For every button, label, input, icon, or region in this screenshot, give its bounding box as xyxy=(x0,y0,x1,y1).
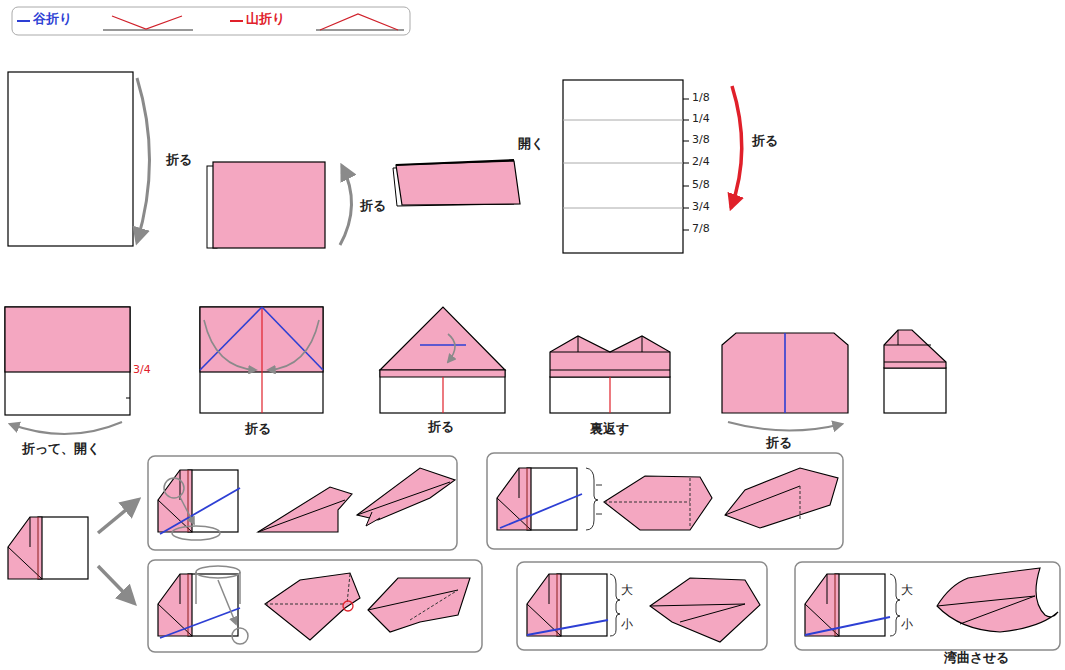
step-label: 折る xyxy=(360,199,386,214)
fraction-mark: 5/8 xyxy=(692,179,710,192)
fraction-mark: 2/4 xyxy=(692,156,710,169)
step-label: 折って、開く xyxy=(22,442,100,457)
step-label: 小 xyxy=(621,618,633,632)
fraction-mark: 3/8 xyxy=(692,134,710,147)
legend-text: 山折り xyxy=(246,12,285,27)
step-label: 大 xyxy=(901,584,913,598)
step-label: 折る xyxy=(166,153,192,168)
step-label: 小 xyxy=(901,618,913,632)
fraction-mark: 折る xyxy=(752,134,778,149)
step-label: 開く xyxy=(518,137,544,152)
fraction-mark: 7/8 xyxy=(692,223,710,236)
step-label: 裏返す xyxy=(590,422,629,437)
fraction-mark: 1/8 xyxy=(692,92,710,105)
step-label: 折る xyxy=(766,436,792,451)
step-label: 折る xyxy=(428,420,454,435)
step-label: 湾曲させる xyxy=(944,651,1009,666)
fraction-mark: 3/4 xyxy=(692,201,710,214)
fraction-mark: 3/4 xyxy=(133,364,151,377)
step-label: 折る xyxy=(245,422,271,437)
fraction-mark: 1/4 xyxy=(692,113,710,126)
step-label: 大 xyxy=(621,584,633,598)
legend-text: 谷折り xyxy=(33,12,72,27)
